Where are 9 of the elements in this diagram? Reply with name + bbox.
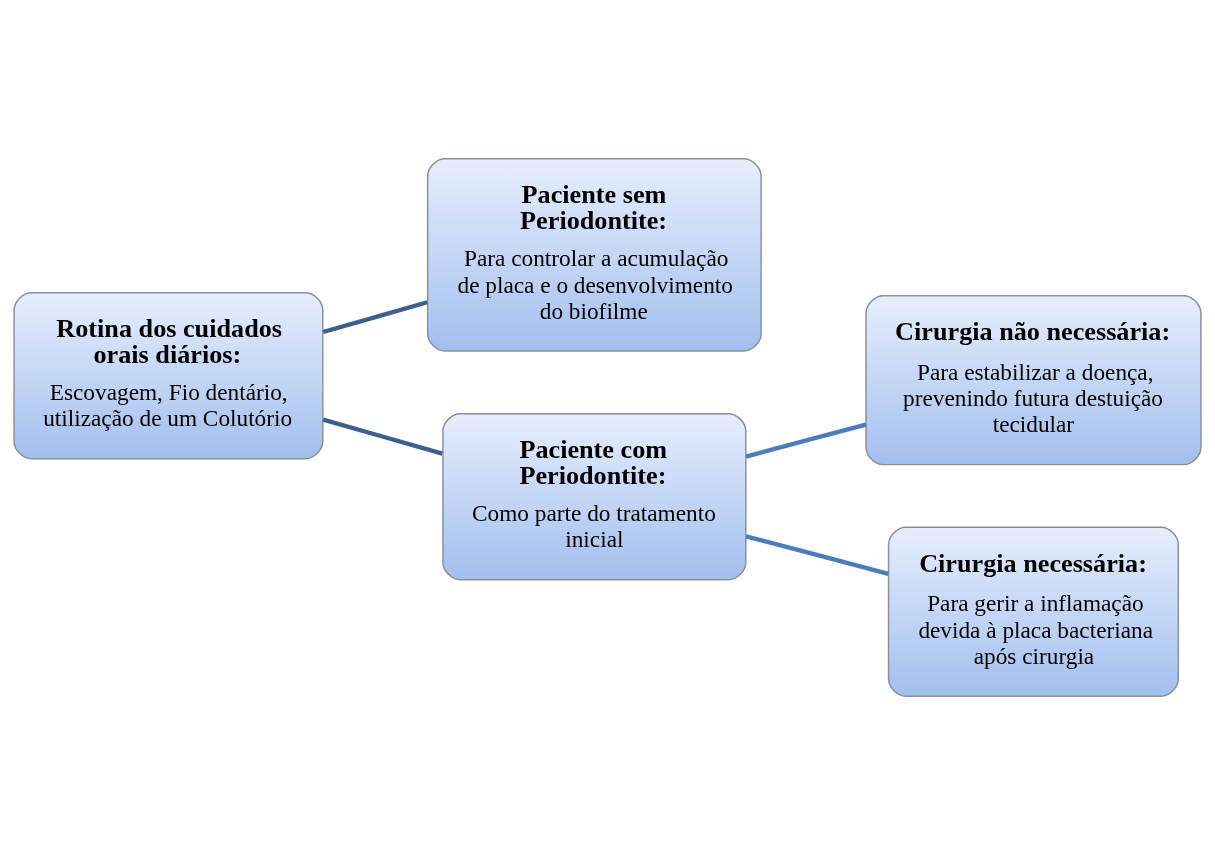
connector [322,417,443,456]
node-box: Cirurgia não necessária: Para estabilizar a doença, prevenindo futura destuição tecidular [865,294,1202,466]
connector [322,300,428,335]
node-box: Rotina dos cuidados orais diários: Escovagem, Fio dentário, utilização de um Colutório [13,292,324,460]
connector [745,422,867,459]
node-box: Cirurgia necessária: Para gerir a inflamação devida à placa bacteriana após cirurgia [887,526,1180,697]
node-box: Paciente com Periodontite: Como parte do tratamento inicial [442,412,747,581]
node-box: Paciente sem Periodontite: Para controlar a acumulação de placa e o desenvolvimento do biofilme [426,158,762,352]
connector [745,534,889,576]
